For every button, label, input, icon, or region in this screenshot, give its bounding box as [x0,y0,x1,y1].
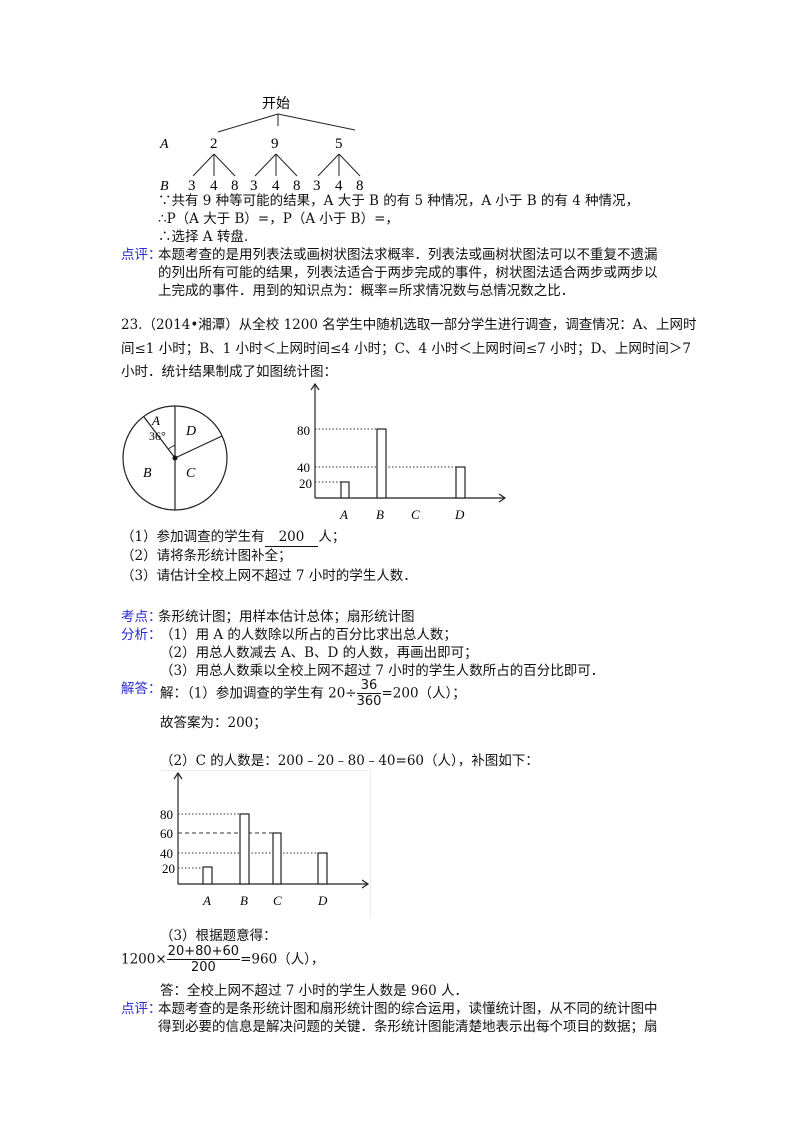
pie-label-c: C [186,466,196,481]
tree-a-value: 5 [335,136,343,152]
bar-chart-complete: 80 60 40 20 A B C D [160,771,370,908]
tree-b-value: 4 [210,178,218,194]
fenxi-line: （1）用 A 的人数除以所占的百分比求出总人数； [160,627,457,643]
tree-b-value: 8 [293,178,301,194]
x-category-label: C [411,507,420,522]
y-tick-label: 60 [160,826,173,841]
y-tick-label: 80 [160,807,173,822]
bar-d [317,852,328,885]
solution-1-answer: 故答案为：200； [160,715,267,731]
dianping-line: 得到必要的信息是解决问题的关键．条形统计图能清楚地表示出每个项目的数据；扇 [158,1019,658,1035]
x-category-label: A [202,893,211,908]
question-text-line: 间≤1 小时；B、1 小时＜上网时间≤4 小时；C、4 小时＜上网时间≤7 小时… [121,341,691,357]
tree-b-value: 4 [335,178,343,194]
bar-b [376,428,387,499]
sub-question-3: （3）请估计全校上网不超过 7 小时的学生人数． [121,568,417,584]
solution-line: ∴选择 A 转盘. [158,229,249,245]
solution-part-3-title: （3）根据题意得： [160,928,277,944]
dianping-label: 点评： [121,1001,162,1017]
tree-a-value: 9 [271,136,279,152]
x-category-label: C [273,893,282,908]
tree-b-value: 4 [272,178,280,194]
tree-b-value: 3 [250,178,258,194]
solution-1-prefix: 解：（1）参加调查的学生有 20÷ [160,685,357,702]
question-text-line: 23.（2014•湘潭）从全校 1200 名学生中随机选取一部分学生进行调查，调… [121,317,697,333]
x-category-label: A [339,507,348,522]
sub-question-1-suffix: 人； [318,529,346,545]
solution-line: ∴P（A 大于 B）=，P（A 小于 B）=， [158,211,399,227]
solution-1-suffix: =200（人）； [381,685,466,702]
tree-level-a-label: A [159,137,169,152]
bar-chart-incomplete: 80 40 20 A B C D [297,382,507,522]
y-tick-label: 40 [160,846,173,861]
fenxi-label: 分析： [121,627,162,643]
fenxi-line: （2）用总人数减去 A、B、D 的人数，再画出即可； [160,645,478,661]
x-category-label: B [240,893,248,908]
pie-label-a: A [151,413,160,428]
solution-3-prefix: 1200× [121,951,167,968]
bar-a [202,866,213,885]
pie-label-d: D [185,424,196,439]
y-tick-label: 80 [297,423,310,438]
solution-part-2: （2）C 的人数是：200﹣20﹣80﹣40=60（人），补图如下： [160,753,539,769]
sub-question-2: （2）请将条形统计图补全； [121,548,292,564]
tree-root-label: 开始 [262,96,290,112]
pie-label-b: B [143,466,152,481]
bar-d [455,466,466,499]
comment-line: 本题考查的是用列表法或画树状图法求概率．列表法或画树状图法可以不重复不遗漏 [158,247,658,263]
comment-line: 上完成的事件．用到的知识点为：概率=所求情况数与总情况数之比． [158,283,575,299]
tree-level-b-label: B [160,179,169,194]
fraction-denominator: 200 [190,960,216,975]
sub-question-1-prefix: （1）参加调查的学生有 [121,529,265,545]
tree-b-value: 8 [356,178,364,194]
y-tick-label: 20 [299,476,312,491]
y-tick-label: 40 [297,460,310,475]
pie-angle-label: 36° [149,429,166,443]
completed-chart-frame [162,770,371,916]
bar-c [272,832,282,885]
x-category-label: D [317,893,328,908]
question-text-line: 小时．统计结果制成了如图统计图： [121,364,337,380]
bar-a [340,481,350,499]
dianping-line: 本题考查的是条形统计图和扇形统计图的综合运用，读懂统计图，从不同的统计图中 [158,1001,658,1017]
x-category-label: B [376,507,384,522]
x-category-label: D [454,507,465,522]
solution-3-suffix: =960（人）， [240,951,325,968]
fenxi-line: （3）用总人数乘以全校上网不超过 7 小时的学生人数所占的百分比即可． [160,663,605,679]
bar-b [239,813,250,885]
fraction-numerator: 36 [356,678,382,694]
tree-a-value: 2 [210,136,218,152]
jieda-label: 解答： [121,681,162,697]
fraction-denominator: 360 [356,694,382,709]
solution-line: ∵共有 9 种等可能的结果，A 大于 B 的有 5 种情况，A 小于 B 的有 … [158,193,640,209]
fraction-numerator: 20+80+60 [166,944,241,960]
tree-b-value: 3 [313,178,321,194]
comment-line: 的列出所有可能的结果，列表法适合于两步完成的事件，树状图法适合两步或两步以 [158,265,658,281]
y-tick-label: 20 [162,861,175,876]
kaodian-label: 考点： [121,609,162,625]
comment-label: 点评： [121,247,162,263]
tree-b-value: 3 [188,178,196,194]
sub-question-1-answer: 200 [264,528,319,547]
solution-part-3-answer: 答：全校上网不超过 7 小时的学生人数是 960 人． [160,983,469,999]
kaodian-text: 条形统计图；用样本估计总体；扇形统计图 [158,609,415,625]
pie-chart: A 36° D B C [122,405,228,511]
tree-diagram: 开始 A 2 9 5 B 3 4 8 3 4 8 3 4 8 [159,96,364,194]
tree-b-value: 8 [231,178,239,194]
